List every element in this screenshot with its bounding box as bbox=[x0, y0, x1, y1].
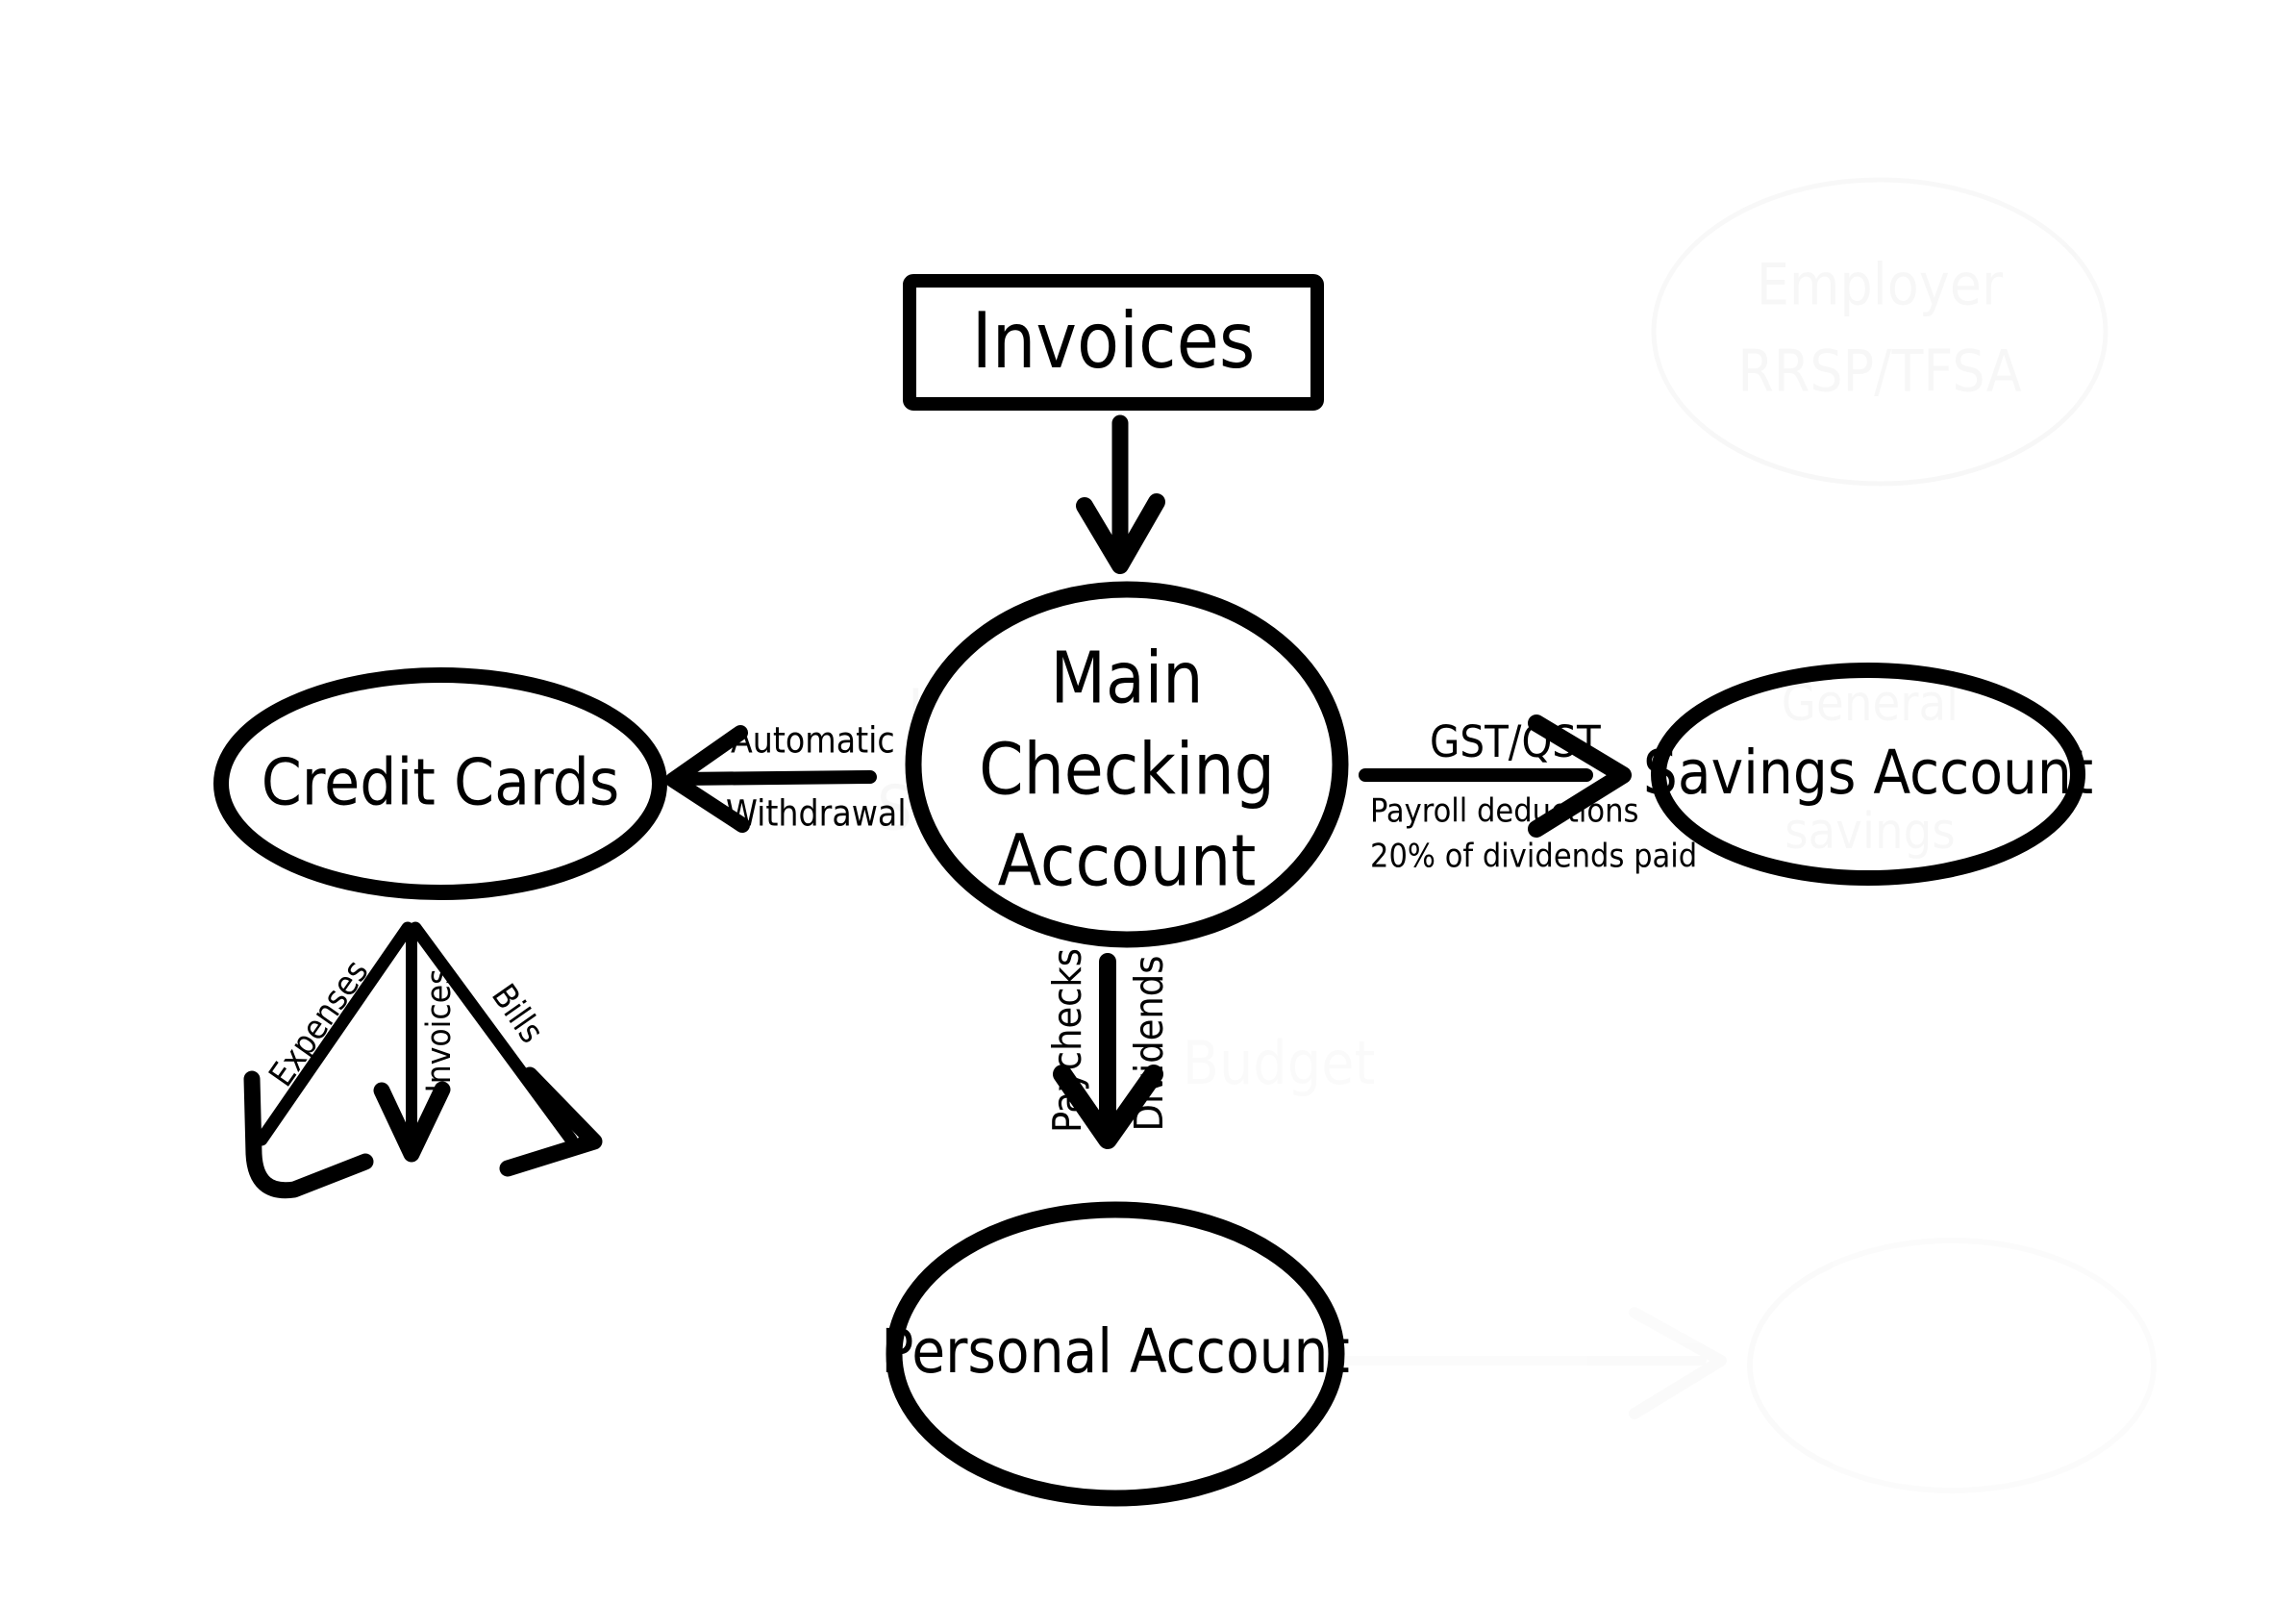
automatic-withdrawal-label-line-1: Automatic bbox=[731, 720, 895, 762]
invoices-label: Invoices bbox=[972, 296, 1256, 386]
ghost-employer-rrsp-line-1: Employer bbox=[1757, 252, 2004, 319]
personal-account-ellipse bbox=[886, 1201, 1345, 1507]
expenses-label: Expenses bbox=[262, 953, 377, 1093]
edge-main-to-savings: GST/QST Payroll deductions 20% of divide… bbox=[1359, 714, 1697, 876]
main-checking-ellipse bbox=[905, 581, 1349, 948]
ghost-employer-rrsp-ellipse bbox=[1654, 180, 2106, 484]
ghost-budget-text: Budget bbox=[1183, 1028, 1376, 1098]
edge-invoices-to-main bbox=[1076, 414, 1165, 574]
edge-main-to-personal: Paychecks Dividends bbox=[1044, 948, 1172, 1149]
main-checking-label-line-3: Account bbox=[998, 820, 1257, 903]
edge-credit-cards-invoices: Invoices bbox=[373, 925, 459, 1163]
node-main-checking-account[interactable]: Main Checking Account bbox=[905, 581, 1349, 948]
credit-cards-label: Credit Cards bbox=[262, 745, 620, 820]
main-to-credit-shaft bbox=[673, 770, 877, 786]
main-checking-label-line-1: Main bbox=[1051, 638, 1204, 720]
bills-arrowhead bbox=[499, 1066, 603, 1177]
invoices-to-main-arrowhead bbox=[1076, 493, 1165, 574]
expenses-arrowhead bbox=[243, 1070, 374, 1199]
ghost-general-savings-line-2: savings bbox=[1784, 803, 1955, 861]
bills-shaft bbox=[409, 921, 578, 1146]
savings-account-ellipse bbox=[1651, 663, 2085, 886]
main-checking-label-line-2: Checking bbox=[979, 729, 1275, 812]
dividends-paid-label: 20% of dividends paid bbox=[1370, 838, 1697, 876]
credit-invoices-arrowhead bbox=[373, 1081, 451, 1163]
automatic-withdrawal-label-line-2: Withdrawal bbox=[726, 793, 907, 835]
payroll-deductions-label: Payroll deductions bbox=[1370, 792, 1638, 831]
credit-invoices-label: Invoices bbox=[420, 969, 459, 1093]
node-savings-account[interactable]: Savings Account bbox=[1643, 663, 2093, 886]
personal-account-label: Personal Account bbox=[881, 1316, 1349, 1387]
gst-qst-label: GST/QST bbox=[1430, 716, 1601, 767]
node-personal-account[interactable]: Personal Account bbox=[881, 1201, 1350, 1507]
main-to-savings-arrowhead bbox=[1528, 714, 1632, 838]
ghost-employer-rrsp-line-2: RRSP/TFSA bbox=[1737, 338, 2021, 406]
node-credit-cards[interactable]: Credit Cards bbox=[213, 667, 667, 900]
ghost-bottom-right-ellipse bbox=[1750, 1241, 2154, 1491]
credit-cards-ellipse bbox=[213, 667, 667, 900]
main-to-personal-arrowhead bbox=[1053, 1065, 1163, 1149]
dividends-label: Dividends bbox=[1126, 956, 1172, 1132]
invoices-box-outline bbox=[903, 274, 1324, 411]
ghost-general-savings-line-1: General bbox=[1782, 675, 1959, 733]
edge-credit-cards-expenses: Expenses bbox=[243, 921, 414, 1199]
edge-main-to-credit-cards: Automatic Withdrawal bbox=[665, 720, 907, 835]
ghost-bottom-right-group bbox=[1346, 1241, 2154, 1491]
main-to-credit-arrowhead bbox=[665, 725, 750, 833]
savings-account-label: Savings Account bbox=[1643, 738, 2093, 808]
expenses-shaft bbox=[255, 921, 414, 1146]
paychecks-label: Paychecks bbox=[1044, 948, 1090, 1133]
node-invoices[interactable]: Invoices bbox=[903, 274, 1324, 411]
ghost-budget-label: Budget bbox=[1183, 1028, 1376, 1098]
ghost-employer-rrsp-node: Employer RRSP/TFSA bbox=[1654, 180, 2106, 484]
